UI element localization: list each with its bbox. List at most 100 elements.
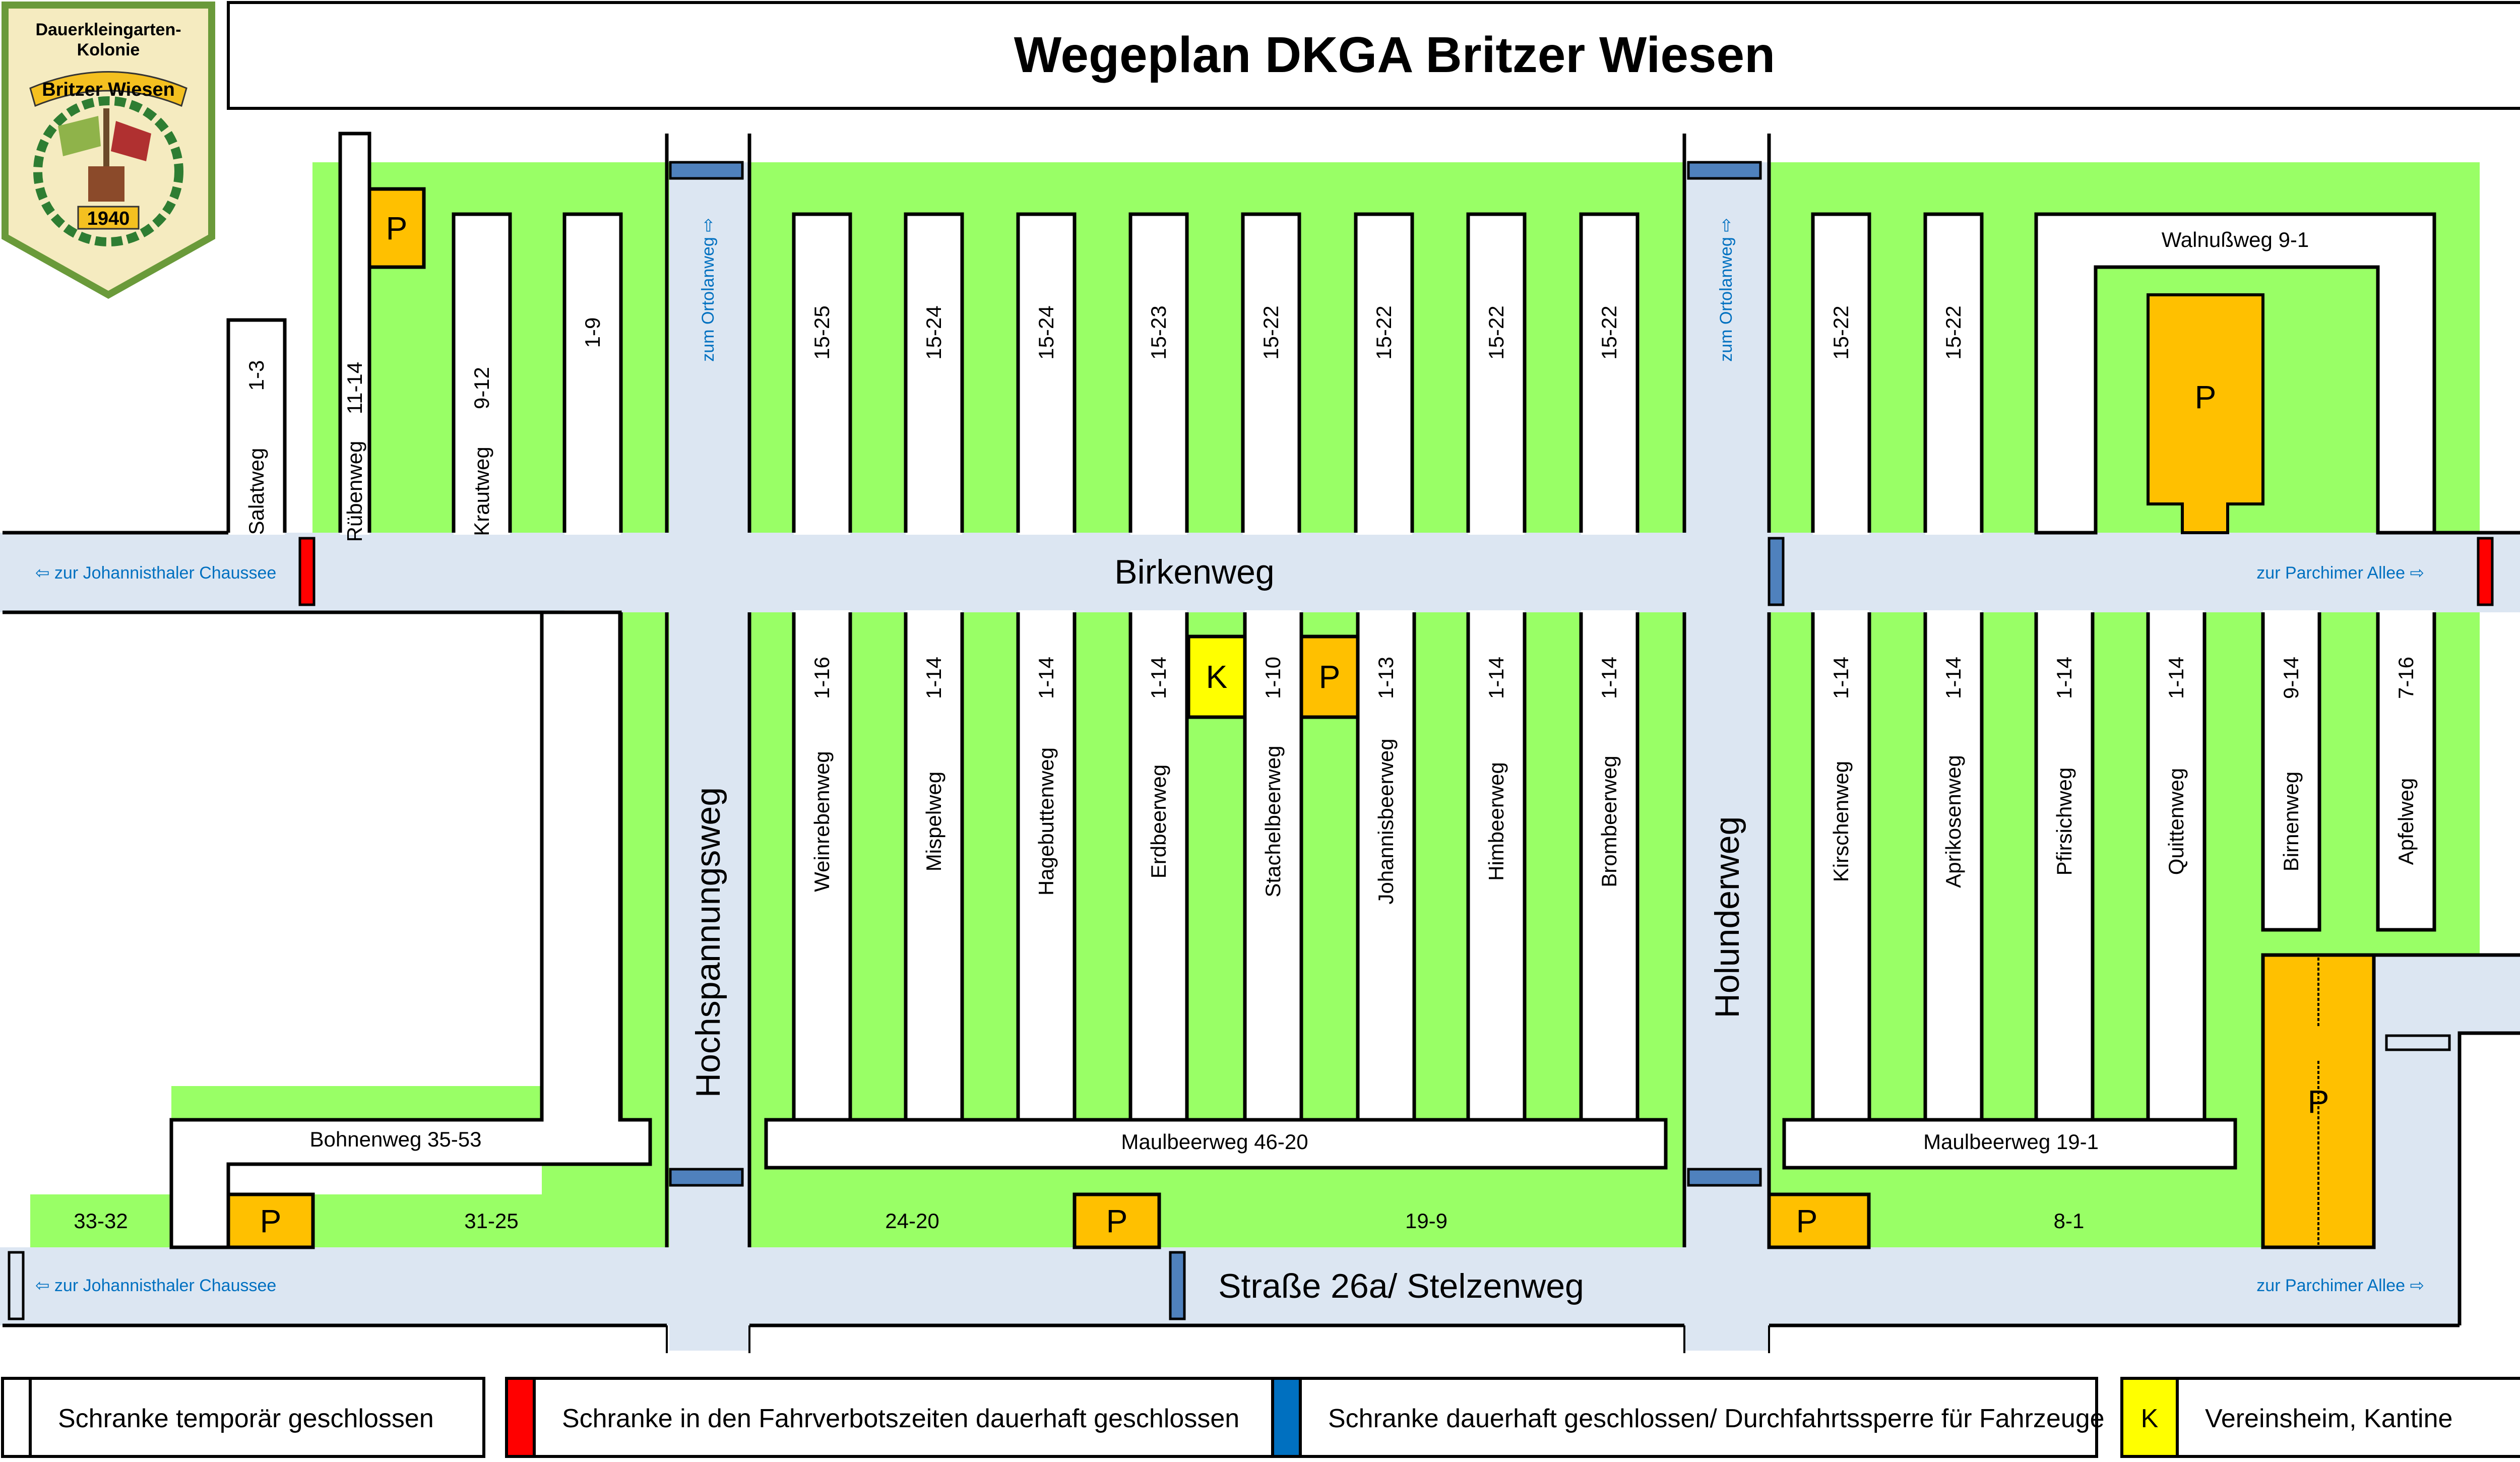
barrier-blue-birkenweg[interactable] [1768, 537, 1785, 606]
bohnenweg: Bohnenweg 35-53 [169, 610, 652, 1249]
roads [0, 162, 2520, 1351]
path-name: Stachelbeerweg [1261, 745, 1285, 897]
path-plot-range: 1-14 [1034, 657, 1058, 699]
south-paths: 19-34Spargelweg1-16Weinrebenweg1-14Mispe… [562, 610, 2436, 1122]
canteen-icon: K [1206, 659, 1228, 695]
north-path[interactable]: 15-22 [1923, 212, 1984, 535]
plot-row-31-25: 31-25 [464, 1209, 518, 1233]
maulbeerweg-east: Maulbeerweg 19-1 [1782, 1118, 2237, 1170]
path-plot-range: 9-12 [470, 367, 493, 409]
path-name: Johannisbeerweg [1374, 738, 1398, 904]
logo-line1: Dauerkleingarten- [35, 20, 181, 39]
barriers [8, 161, 2494, 1320]
parking-icon: P [2195, 379, 2217, 415]
parking-icon: P [2308, 1084, 2329, 1120]
barrier-blue-holunder-south[interactable] [1687, 1168, 1762, 1187]
path-plot-range: 1-14 [1147, 657, 1170, 699]
barrier-blue-hochspannung-south[interactable] [669, 1168, 744, 1187]
page-title: Wegeplan DKGA Britzer Wiesen [1014, 27, 1776, 83]
parking-bottom-2 [1073, 1192, 1161, 1249]
path-plot-range: 15-25 [810, 305, 834, 359]
north-path[interactable]: 15-22 [1466, 212, 1527, 535]
barrier-blue-hochspannung-north[interactable] [669, 161, 744, 180]
north-path[interactable]: 1-9 [562, 212, 623, 535]
north-path[interactable]: 15-24 [904, 212, 964, 535]
parking-bottom-3 [1767, 1192, 1871, 1249]
legend-swatch-red [505, 1377, 536, 1458]
walnussweg-label: Walnußweg 9-1 [2162, 228, 2309, 251]
path-name: Apfelweg [2394, 778, 2418, 865]
legend-swatch-white [1, 1377, 32, 1458]
plot-row-24-20: 24-20 [885, 1209, 939, 1233]
path-plot-range: 1-3 [244, 360, 268, 391]
path-name: Kirschenweg [1829, 761, 1853, 882]
flag-icon [58, 116, 101, 156]
north-path[interactable]: 15-25 [792, 212, 852, 535]
path-name: Hagebuttenweg [1034, 747, 1058, 896]
barrier-red-east[interactable] [2477, 537, 2494, 606]
path-name: Weinrebenweg [810, 751, 834, 892]
holunderweg-label: Holunderweg [1708, 816, 1746, 1019]
parking-ruebenweg [367, 187, 426, 269]
legend-item: Schranke in den Fahrverbotszeiten dauerh… [505, 1377, 1274, 1458]
path-name: Salatweg [244, 448, 268, 535]
title-box [227, 1, 2520, 110]
path-name: Quittenweg [2164, 768, 2188, 875]
path-plot-range: 9-14 [2279, 657, 2303, 699]
path-name: Aprikosenweg [1941, 755, 1965, 888]
barrier-temporary-west[interactable] [8, 1251, 25, 1320]
bohnenweg-label: Bohnenweg 35-53 [310, 1127, 482, 1151]
wreath-icon [33, 96, 183, 246]
parking-icon: P [386, 210, 408, 246]
legend-item: Schranke temporär geschlossen [1, 1377, 485, 1458]
path-plot-range: 15-24 [922, 305, 946, 359]
path-plot-range: 1-14 [2164, 657, 2188, 699]
plot-row-33-32: 33-32 [74, 1209, 128, 1233]
path-plot-range: 15-22 [1829, 305, 1853, 359]
legend-swatch-blue [1271, 1377, 1302, 1458]
north-path[interactable]: 15-22 [1354, 212, 1414, 535]
path-plot-range: 1-9 [581, 317, 604, 348]
barrier-red-west[interactable] [298, 537, 316, 606]
road-outlines [3, 134, 2520, 1353]
barrier-blue-strasse26a[interactable] [1169, 1251, 1186, 1320]
birkenweg-road [0, 533, 2520, 612]
path-plot-range: 15-23 [1147, 305, 1170, 359]
barrier-blue-holunder-north[interactable] [1687, 161, 1762, 180]
north-path[interactable]: 15-23 [1128, 212, 1189, 535]
barrier-temporary-east[interactable] [2385, 1034, 2451, 1051]
north-path[interactable]: 15-22 [1579, 212, 1640, 535]
north-path[interactable]: 15-22 [1241, 212, 1301, 535]
north-path[interactable]: 15-24 [1016, 212, 1077, 535]
direction-ortolanweg-west: zum Ortolanweg ⇨ [699, 218, 718, 361]
path-plot-range: 15-22 [1484, 305, 1508, 359]
maulbeerweg-west-label: Maulbeerweg 46-20 [1121, 1130, 1308, 1154]
birkenweg-label: Birkenweg [1114, 553, 1275, 591]
path-plot-range: 15-22 [1372, 305, 1396, 359]
north-path[interactable]: 15-22 [1811, 212, 1871, 535]
path-plot-range: 1-14 [1829, 657, 1853, 699]
plot-row-19-9: 19-9 [1405, 1209, 1447, 1233]
path-name: Rübenweg [343, 441, 366, 542]
legend-symbol: K [2141, 1404, 2159, 1433]
direction-johannisthaler-top: ⇦ zur Johannisthaler Chaussee [35, 563, 276, 583]
